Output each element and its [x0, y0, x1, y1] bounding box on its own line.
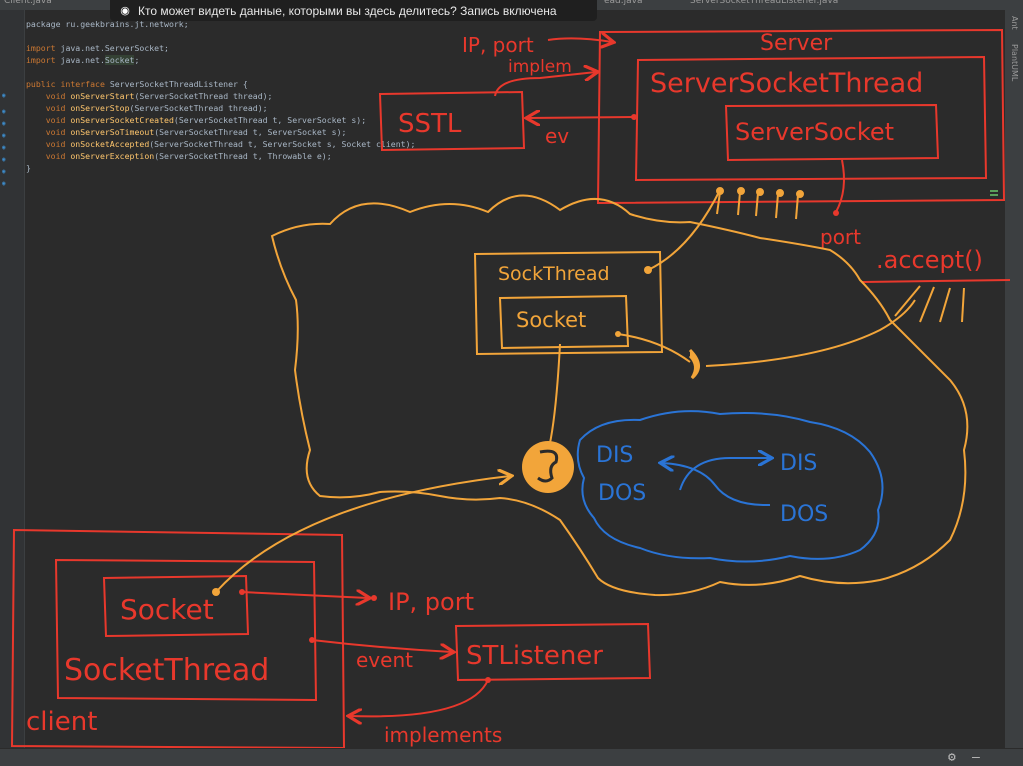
- sock-thread-box: [473, 250, 664, 356]
- recording-banner-text: Кто может видеть данные, которыми вы зде…: [138, 3, 557, 18]
- ev-label: ev: [545, 124, 569, 148]
- method-name: onServerStart: [70, 91, 135, 101]
- method-name: onServerStop: [70, 103, 130, 113]
- stlistener-label: STListener: [466, 641, 603, 671]
- client-socket-thread-label: SocketThread: [64, 653, 269, 688]
- highlighted-identifier: Socket: [104, 55, 135, 65]
- implement-marker-icon[interactable]: ◉: [2, 120, 6, 127]
- method-name: onSocketAccepted: [70, 139, 150, 149]
- tab-client-java[interactable]: Client.java: [4, 0, 52, 6]
- dis-left-label: DIS: [596, 443, 633, 468]
- tab-server-socket-thread-listener[interactable]: ServerSocketThreadListener.java: [690, 0, 839, 6]
- implement-marker-icon[interactable]: ◉: [2, 92, 6, 99]
- package-line: package ru.geekbrains.jt.network;: [26, 19, 189, 29]
- method-name: onServerSoTimeout: [70, 127, 155, 137]
- method-args: (ServerSocketThread t, ServerSocket s);: [173, 115, 367, 125]
- accept-label: .accept(): [876, 246, 983, 274]
- closing-brace: }: [26, 163, 31, 173]
- server-box: [378, 28, 1006, 205]
- stlistener-box: [454, 622, 652, 682]
- thread-cloud: [270, 194, 969, 597]
- import-keyword: import: [26, 55, 56, 65]
- client-label: client: [26, 707, 97, 737]
- status-bar: ⚙ —: [0, 748, 1023, 766]
- void-keyword: void: [45, 91, 66, 101]
- implement-marker-icon[interactable]: ◉: [2, 180, 6, 187]
- sstl-box: [378, 90, 526, 152]
- server-socket-box: [724, 103, 940, 162]
- void-keyword: void: [45, 151, 66, 161]
- interface-keyword: public interface: [26, 79, 105, 89]
- method-name: onServerException: [70, 151, 155, 161]
- sock-thread-label: SockThread: [498, 263, 610, 285]
- import-line: java.net.ServerSocket;: [60, 43, 169, 53]
- client-socket-label: Socket: [120, 593, 214, 626]
- socket-mid-label: Socket: [516, 308, 586, 332]
- implement-marker-icon[interactable]: ◉: [2, 168, 6, 175]
- method-args: (ServerSocketThread t, Throwable e);: [154, 151, 332, 161]
- handshake-icon: [688, 348, 700, 380]
- implement-marker-icon[interactable]: ◉: [2, 108, 6, 115]
- void-keyword: void: [45, 103, 66, 113]
- method-args: (ServerSocketThread t, ServerSocket s);: [154, 127, 347, 137]
- method-args: (ServerSocketThread thread);: [129, 103, 268, 113]
- method-args: (ServerSocketThread t, ServerSocket s, S…: [149, 139, 416, 149]
- right-tool-strip: Ant PlantUML: [1005, 10, 1023, 750]
- server-socket-thread-label: ServerSocketThread: [650, 68, 923, 99]
- code-editor[interactable]: package ru.geekbrains.jt.network; import…: [26, 18, 415, 174]
- tab-thread-java[interactable]: ead.java: [604, 0, 643, 6]
- sstl-label: SSTL: [398, 109, 462, 139]
- port-label: port: [820, 225, 861, 249]
- semicolon: ;: [134, 55, 140, 65]
- person-lock-icon: ◉: [120, 5, 130, 17]
- socket-mid-box: [498, 294, 630, 350]
- server-socket-label: ServerSocket: [735, 118, 894, 146]
- implements-label: implements: [384, 723, 502, 747]
- ip-port-top-label: IP, port: [462, 33, 534, 57]
- accept-hatch: [894, 285, 965, 323]
- connection-node: [522, 441, 574, 493]
- interface-name: ServerSocketThreadListener {: [109, 79, 248, 89]
- gear-icon[interactable]: ⚙: [948, 750, 956, 765]
- recording-banner: ◉ Кто может видеть данные, которыми вы з…: [110, 0, 597, 21]
- server-socket-thread-box: [634, 55, 988, 182]
- stream-cloud: [576, 410, 884, 563]
- implement-marker-icon[interactable]: ◉: [2, 156, 6, 163]
- dis-right-label: DIS: [780, 451, 817, 476]
- implem-label: implem: [508, 57, 572, 77]
- client-box: [10, 528, 652, 750]
- import-keyword: import: [26, 43, 56, 53]
- scroll-marker: [990, 194, 998, 196]
- void-keyword: void: [45, 115, 66, 125]
- implement-marker-icon[interactable]: ◉: [2, 132, 6, 139]
- method-name: onServerSocketCreated: [70, 115, 174, 125]
- scroll-marker: [990, 190, 998, 192]
- dos-left-label: DOS: [598, 481, 646, 506]
- import-line: java.net.: [60, 55, 105, 65]
- port-hooks: [716, 187, 804, 220]
- implement-marker-icon[interactable]: ◉: [2, 144, 6, 151]
- void-keyword: void: [45, 127, 66, 137]
- socket-thread-box: [54, 558, 318, 702]
- client-socket-box: [102, 574, 250, 638]
- void-keyword: void: [45, 139, 66, 149]
- minimize-icon[interactable]: —: [972, 750, 980, 765]
- event-label: event: [356, 648, 413, 672]
- ip-port-bottom-label: IP, port: [388, 588, 474, 616]
- dos-right-label: DOS: [780, 502, 828, 527]
- server-title: Server: [760, 31, 833, 56]
- method-args: (ServerSocketThread thread);: [134, 91, 273, 101]
